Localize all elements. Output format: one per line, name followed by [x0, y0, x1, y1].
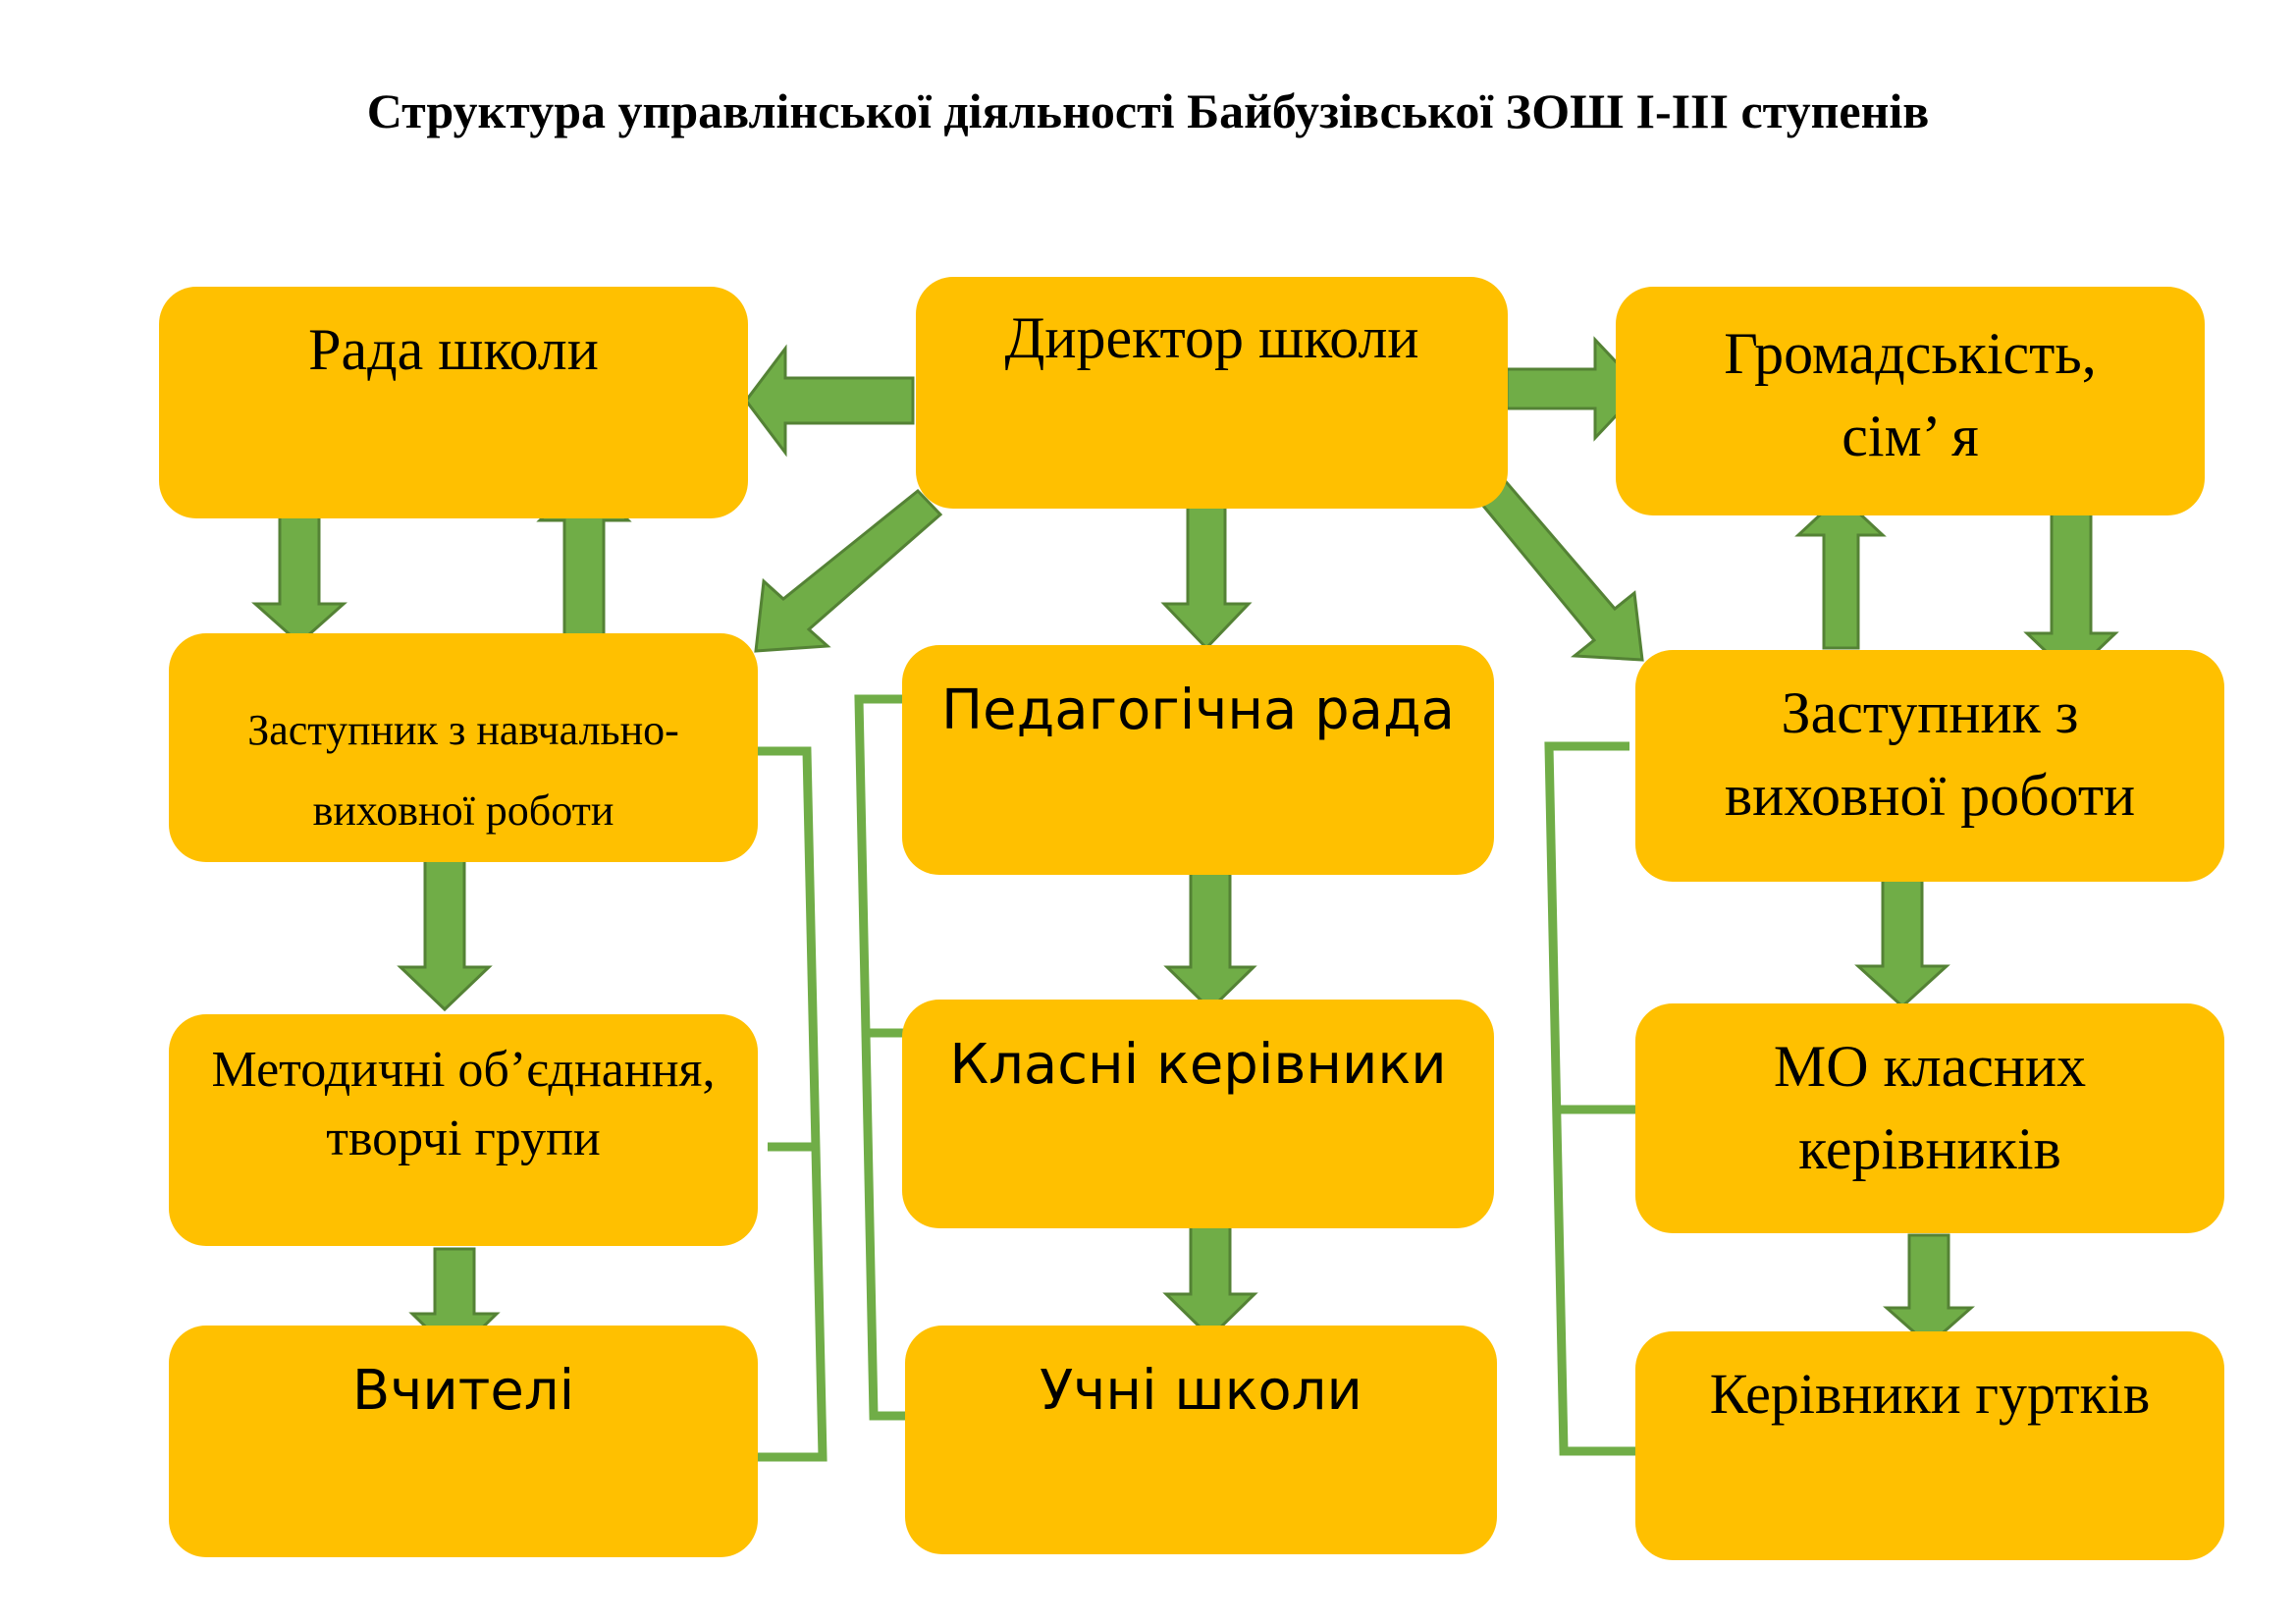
arrow-zastupnyk-vr-to-hromadskist	[1794, 493, 1887, 650]
page-title: Структура управлінської діяльності Байбу…	[366, 83, 1930, 138]
node-uchni: Учні школи	[905, 1326, 1497, 1554]
node-pedrada: Педагогічна рада	[902, 645, 1494, 875]
node-vchyteli: Вчителі	[169, 1326, 758, 1557]
arrow-zastupnyk-vr-to-mo	[1854, 862, 1950, 1009]
arrow-klasni-to-uchni	[1162, 1220, 1258, 1340]
node-zastupnyk-nvr: Заступник з навчально- виховної роботи	[169, 633, 758, 862]
arrow-director-to-pedrada	[1160, 501, 1253, 651]
arrow-mo-to-kerivnyky	[1883, 1233, 1975, 1348]
bracket-left	[728, 746, 828, 1462]
arrow-director-to-rada	[744, 344, 915, 458]
node-mo-klasnykh: МО класних керівників	[1635, 1003, 2224, 1233]
node-rada-shkoly: Рада школи	[159, 287, 748, 518]
bracket-right	[1544, 741, 1644, 1456]
arrow-pedrada-to-klasni	[1163, 852, 1257, 1012]
node-zastupnyk-vr: Заступник з виховної роботи	[1635, 650, 2224, 882]
node-klasni: Класні керівники	[902, 1000, 1494, 1228]
node-hromadskist: Громадськість, сім’ я	[1616, 287, 2205, 515]
arrow-director-to-zastupnyk-vr	[1475, 475, 1644, 662]
node-kerivnyky-hurtkiv: Керівники гуртків	[1635, 1331, 2224, 1560]
arrow-rada-to-zastupnyk-nvr	[251, 499, 347, 646]
node-dyrektor: Директор школи	[916, 277, 1508, 509]
arrow-director-to-zastupnyk-nvr	[754, 488, 943, 653]
arrow-zastupnyk-nvr-to-metod	[397, 840, 493, 1012]
node-metod: Методичні об’єднання, творчі групи	[169, 1014, 758, 1246]
